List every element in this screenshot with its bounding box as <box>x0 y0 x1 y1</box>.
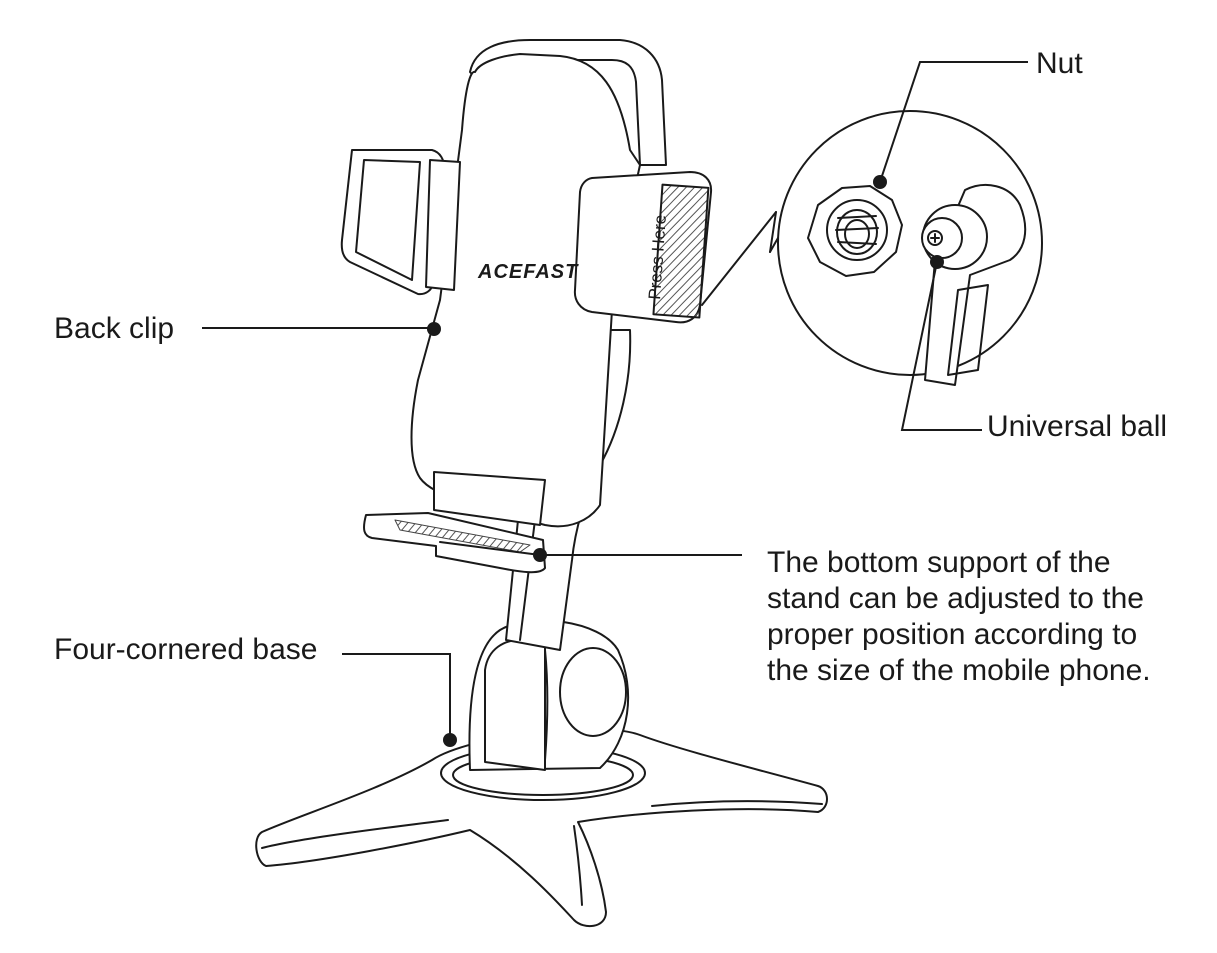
label-nut: Nut <box>1036 47 1083 80</box>
label-bottom-support: The bottom support of the stand can be a… <box>767 545 1151 689</box>
bottom-support <box>363 471 546 574</box>
back-clip-dot <box>427 322 441 336</box>
universal-ball-part <box>921 184 1027 386</box>
nut-dot <box>873 175 887 189</box>
left-side-grip <box>340 149 461 296</box>
universal-ball-dot <box>930 255 944 269</box>
support-line-3: proper position according to <box>767 618 1138 651</box>
base-leader <box>342 653 451 740</box>
label-four-cornered-base: Four-cornered base <box>54 633 318 666</box>
support-line-2: stand can be adjusted to the <box>767 582 1144 615</box>
brand-logo: ACEFAST <box>477 261 579 283</box>
nut-leader <box>879 61 1028 183</box>
support-dot <box>533 548 547 562</box>
support-line-1: The bottom support of the <box>767 546 1111 579</box>
label-back-clip: Back clip <box>54 312 175 345</box>
nut-part <box>807 185 903 277</box>
support-line-4: the size of the mobile phone. <box>767 654 1151 687</box>
base-dot <box>443 733 457 747</box>
back-clip <box>410 53 641 528</box>
press-button-housing <box>573 171 713 324</box>
universal-ball-leader <box>900 261 982 431</box>
zoom-detail <box>701 110 1043 376</box>
label-universal-ball: Universal ball <box>987 410 1168 443</box>
